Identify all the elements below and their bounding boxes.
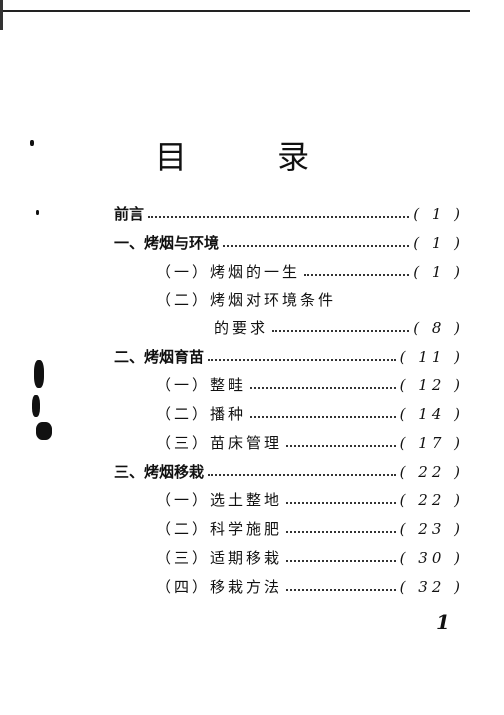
toc-label: （一）整畦 [156,376,247,394]
toc-page: ( 22 ) [399,463,464,481]
toc-entry-2-3: （三）苗床管理 ( 17 ) [156,431,464,455]
dot-leader [208,474,396,476]
toc-entry-2-2: （二）播种 ( 14 ) [156,402,464,426]
toc-page: ( 32 ) [399,578,464,596]
toc-label: （四）移栽方法 [156,578,283,596]
toc-page: ( 1 ) [413,234,464,252]
toc-label: （二）播种 [156,405,247,423]
toc-page: ( 17 ) [399,434,464,452]
dot-leader [250,387,396,389]
dot-leader [223,245,410,247]
toc-label: （三）苗床管理 [156,434,283,452]
dot-leader [286,560,396,562]
dot-leader [286,531,396,533]
page-number: 1 [436,610,450,634]
toc-entry-3-3: （三）适期移栽 ( 30 ) [156,546,464,570]
dot-leader [208,359,396,361]
toc-label: （二）科学施肥 [156,520,283,538]
toc-label: 二、烤烟育苗 [114,348,205,366]
top-rule [0,10,470,12]
toc-page: ( 1 ) [413,205,464,223]
page-title: 目 录 [154,138,350,176]
dot-leader [304,274,410,276]
toc-label: 三、烤烟移栽 [114,463,205,481]
toc-label: （一）选土整地 [156,491,283,509]
toc-page: ( 14 ) [399,405,464,423]
toc-label: （二）烤烟对环境条件 [156,291,337,309]
toc-page: ( 11 ) [399,348,464,366]
toc-label: （一）烤烟的一生 [156,263,301,281]
scan-smudge [32,395,40,417]
toc-entry-3-2: （二）科学施肥 ( 23 ) [156,517,464,541]
toc-entry-2-1: （一）整畦 ( 12 ) [156,373,464,397]
dot-leader [272,330,410,332]
toc-page: ( 23 ) [399,520,464,538]
binding-edge [0,0,3,30]
scan-smudge [36,422,52,440]
toc-entry-preface: 前言 ( 1 ) [114,202,464,226]
scan-smudge [34,360,44,388]
scan-smudge [30,140,34,146]
toc-page: ( 22 ) [399,491,464,509]
dot-leader [286,445,396,447]
dot-leader [250,416,396,418]
dot-leader [148,216,410,218]
toc-label: 的要求 [214,319,269,337]
toc-entry-chapter-2: 二、烤烟育苗 ( 11 ) [114,345,464,369]
toc-entry-1-2: （二）烤烟对环境条件 [156,288,464,312]
toc-label: （三）适期移栽 [156,549,283,567]
toc-label: 一、烤烟与环境 [114,234,220,252]
toc-entry-1-1: （一）烤烟的一生 ( 1 ) [156,260,464,284]
toc-page: ( 1 ) [413,263,464,281]
toc-entry-1-2-cont: 的要求 ( 8 ) [214,316,464,340]
dot-leader [286,589,396,591]
toc-page: ( 8 ) [413,319,464,337]
toc-entry-chapter-3: 三、烤烟移栽 ( 22 ) [114,460,464,484]
toc-entry-3-1: （一）选土整地 ( 22 ) [156,488,464,512]
toc-entry-chapter-1: 一、烤烟与环境 ( 1 ) [114,231,464,255]
toc-label: 前言 [114,205,145,223]
toc-page: ( 12 ) [399,376,464,394]
scan-smudge [36,210,39,215]
toc-entry-3-4: （四）移栽方法 ( 32 ) [156,575,464,599]
dot-leader [286,502,396,504]
toc-page: ( 30 ) [399,549,464,567]
